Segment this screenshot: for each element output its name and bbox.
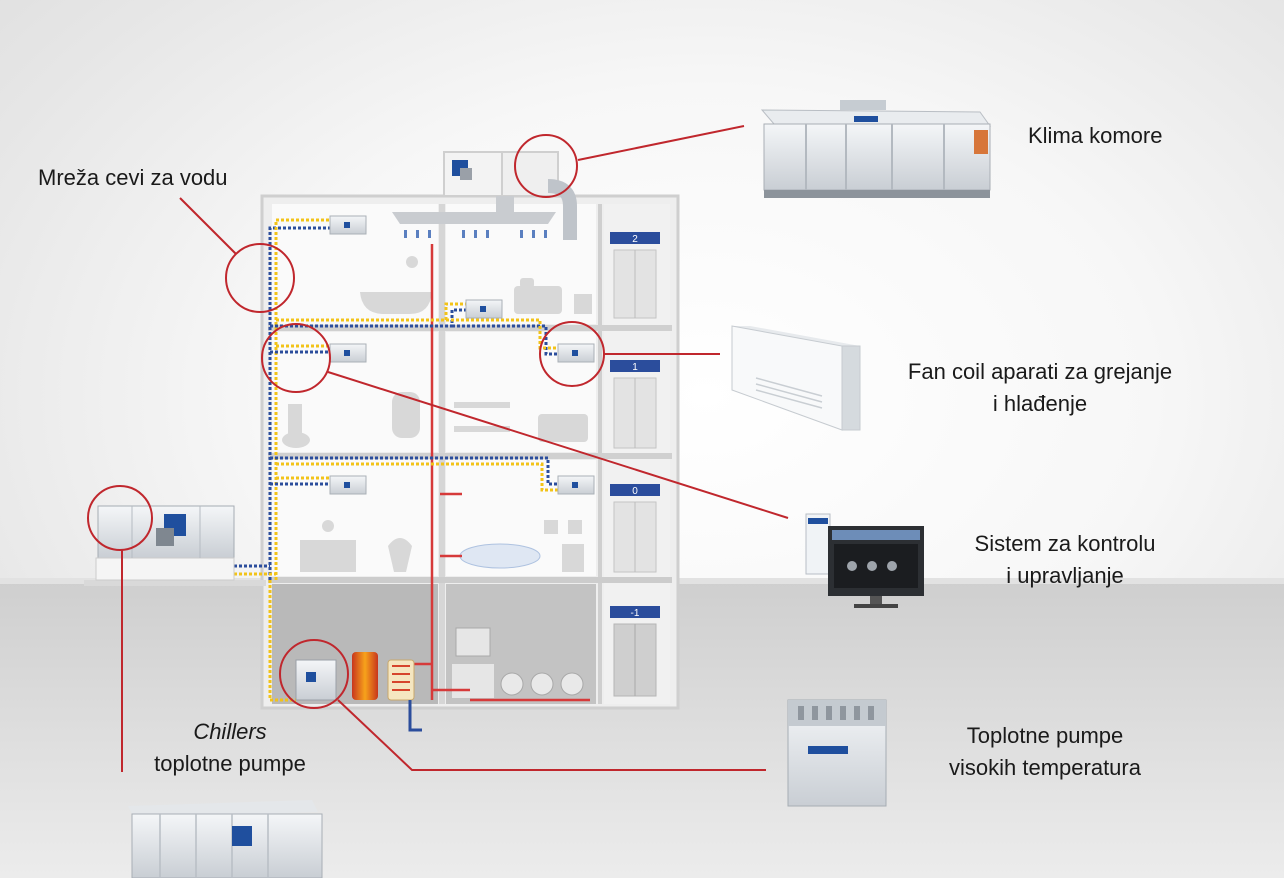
callout-line <box>337 699 766 771</box>
water-pipe-network <box>234 218 558 702</box>
callout-circle <box>225 243 295 313</box>
outdoor-chiller <box>84 505 266 586</box>
label-chillers: Chillers toplotne pumpe <box>120 716 340 780</box>
label-fan-coil-line2: i hlađenje <box>992 391 1088 416</box>
air-handler-unit-icon <box>760 100 991 198</box>
callout-circle <box>514 134 578 198</box>
callout-circle <box>261 323 331 393</box>
floor-number: 0 <box>632 486 638 497</box>
label-fan-coil-line1: Fan coil aparati za grejanje <box>907 359 1173 384</box>
label-air-handlers: Klima komore <box>1028 123 1163 148</box>
chiller-unit-icon <box>128 800 323 878</box>
fan-coil-unit-icon <box>329 215 595 495</box>
label-chillers-line2: toplotne pumpe <box>154 751 306 776</box>
callouts <box>87 125 789 772</box>
floor-number: 2 <box>632 234 638 245</box>
air-duct <box>392 212 556 224</box>
callout-circle <box>87 485 153 551</box>
basement-heat-pump <box>295 652 422 732</box>
callout-line <box>577 125 745 161</box>
label-heat-pump-ht-line1: Toplotne pumpe <box>966 723 1124 748</box>
elevator-icon: 2 1 0 -1 <box>610 232 660 697</box>
label-fan-coil: Fan coil aparati za grejanje i hlađenje <box>880 356 1200 420</box>
floor-number: -1 <box>631 608 640 619</box>
label-control-system: Sistem za kontrolu i upravljanje <box>940 528 1190 592</box>
callout-circle <box>279 639 349 709</box>
label-heat-pump-ht-line2: visokih temperatura <box>949 755 1141 780</box>
floor-number: 1 <box>632 362 638 373</box>
high-temp-heat-pump-icon <box>787 699 887 807</box>
label-control-line2: i upravljanje <box>1006 563 1124 588</box>
label-control-line1: Sistem za kontrolu <box>974 531 1156 556</box>
callout-line <box>179 197 237 255</box>
rooftop-equipment <box>392 151 577 240</box>
fan-coil-unit-icon <box>731 325 861 431</box>
control-monitor-icon <box>805 513 924 608</box>
furniture <box>282 256 592 698</box>
label-high-temp-heat-pumps: Toplotne pumpe visokih temperatura <box>920 720 1170 784</box>
label-water-pipes: Mreža cevi za vodu <box>38 165 228 190</box>
callout-line <box>327 371 789 519</box>
label-chillers-line1: Chillers <box>193 719 267 744</box>
